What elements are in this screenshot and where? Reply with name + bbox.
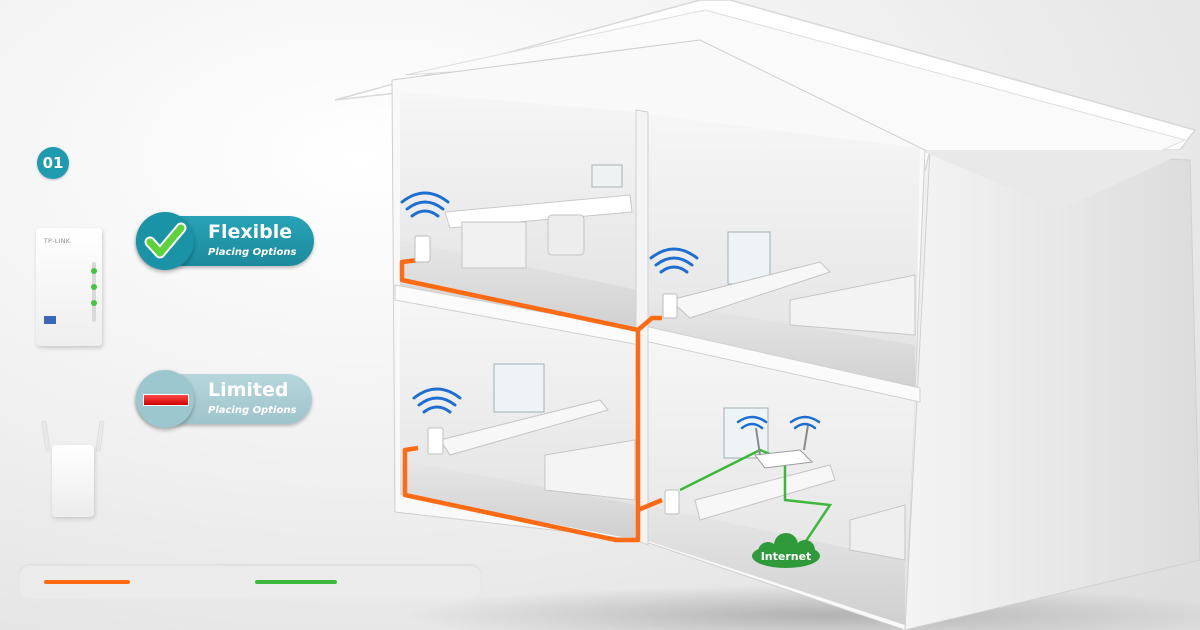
bedroom-shelf: [668, 261, 831, 319]
powerline-adapter: [664, 489, 680, 515]
house-side-wall: [904, 149, 1200, 630]
bedroom-tv: [727, 231, 771, 285]
router-antenna: [803, 424, 809, 451]
living-tv: [493, 363, 545, 413]
range-extender-image: [41, 420, 105, 517]
ethernet-cable: [783, 465, 833, 551]
wifi-icon: [400, 191, 450, 218]
led-indicator: [91, 268, 97, 274]
tv-stand: [439, 399, 609, 456]
powerline-wiring: [399, 257, 641, 543]
flexible-title: Flexible: [208, 221, 293, 243]
desk-drawers: [461, 221, 527, 269]
powerline-branch: [637, 497, 663, 513]
checkmark-icon: [144, 222, 187, 259]
limited-title: Limited: [208, 379, 289, 401]
check-circle: [136, 212, 194, 270]
flexible-subtitle: Placing Options: [208, 247, 297, 258]
led-indicator: [91, 284, 97, 290]
powerline-adapter: [662, 293, 678, 319]
router-antenna: [755, 427, 761, 456]
desk-monitor: [591, 164, 623, 188]
room-living-floor: [400, 460, 638, 540]
limited-option-pill: Limited Placing Options: [136, 370, 312, 428]
powerline-adapter-image: TP-LINK: [36, 228, 102, 346]
roof-underside: [920, 150, 1190, 210]
flexible-option-pill: Flexible Placing Options: [136, 212, 314, 270]
internet-label: Internet: [761, 550, 812, 563]
powerline-branch: [636, 315, 662, 332]
red-bar-icon: [144, 395, 188, 405]
led-strip: [92, 262, 96, 322]
led-indicator: [91, 300, 97, 306]
router: [754, 449, 814, 469]
wifi-icon: [412, 387, 462, 414]
ethernet-legend-line: [255, 580, 337, 584]
study-sofa: [849, 504, 906, 561]
room-office-floor: [400, 240, 638, 335]
step-number-badge: 01: [37, 147, 69, 179]
device-badge: [44, 316, 56, 324]
wifi-icon: [649, 247, 699, 274]
wifi-icon: [789, 415, 821, 430]
limited-subtitle: Placing Options: [208, 405, 297, 416]
powerline-adapter: [414, 235, 431, 263]
powerline-adapter: [427, 427, 444, 455]
desk-chair: [547, 214, 585, 256]
bed: [789, 274, 916, 336]
legend-bar: [18, 564, 482, 599]
device-brand-label: TP-LINK: [44, 238, 71, 245]
powerline-legend-line: [44, 580, 130, 584]
minus-circle: [136, 370, 194, 428]
wifi-icon: [736, 415, 768, 430]
desk: [444, 194, 633, 229]
sofa: [544, 439, 636, 501]
internet-cloud: Internet: [752, 533, 820, 568]
